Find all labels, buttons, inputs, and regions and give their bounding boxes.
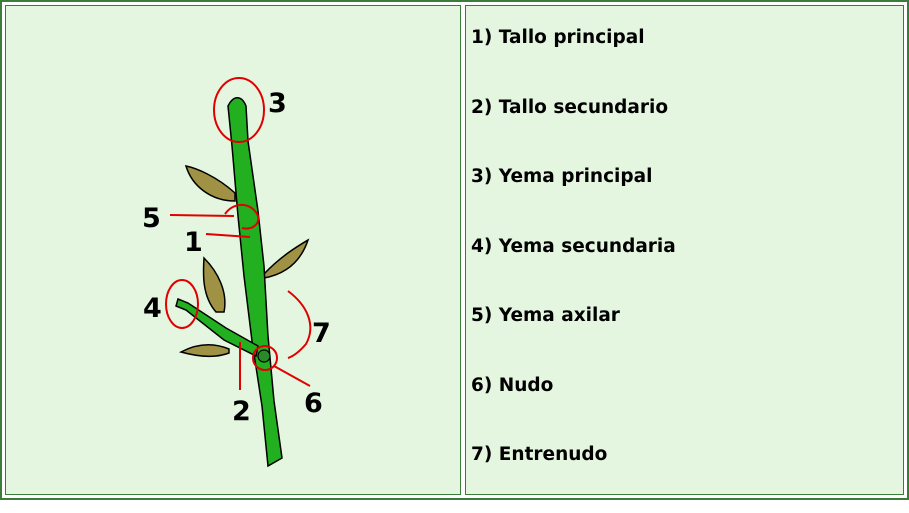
marker-5-arc <box>224 203 260 230</box>
leader-6 <box>273 365 311 387</box>
label-7: 7 <box>312 318 331 349</box>
legend-list: 1) Tallo principal 2) Tallo secundario 3… <box>471 26 676 513</box>
legend-item-yema-secundaria: 4) Yema secundaria <box>471 235 676 257</box>
diagram-cell: 3 5 1 4 7 2 6 <box>5 5 461 495</box>
leader-1 <box>205 233 251 238</box>
marker-7-bracket <box>287 290 312 359</box>
legend-item-tallo-principal: 1) Tallo principal <box>471 27 645 48</box>
marker-6-circle <box>252 345 278 371</box>
marker-4-circle <box>165 279 199 329</box>
legend-item-entrenudo: 7) Entrenudo <box>471 444 608 465</box>
plant-stem-diagram: 3 5 1 4 7 2 6 <box>142 77 331 468</box>
legend-item-yema-axilar: 5) Yema axilar <box>471 305 620 326</box>
label-6: 6 <box>304 388 323 419</box>
legend-item-nudo: 6) Nudo <box>471 374 554 396</box>
leader-5 <box>169 214 235 217</box>
leaf-right <box>263 238 310 279</box>
label-2: 2 <box>232 396 251 427</box>
label-1: 1 <box>184 227 203 258</box>
legend-item-tallo-secundario: 2) Tallo secundario <box>471 96 669 118</box>
legend-item-yema-principal: 3) Yema principal <box>471 166 653 187</box>
main-stem <box>227 97 283 468</box>
label-3: 3 <box>268 88 287 119</box>
legend-cell: 1) Tallo principal 2) Tallo secundario 3… <box>465 5 904 495</box>
leaf-upper-left <box>184 165 236 202</box>
table-frame: 3 5 1 4 7 2 6 1) Tallo principal 2) Tall… <box>0 0 909 500</box>
leaf-lower-left <box>178 344 230 357</box>
label-4: 4 <box>143 293 162 324</box>
label-5: 5 <box>142 203 161 234</box>
node-bulge <box>257 349 271 363</box>
marker-3-circle <box>213 77 265 143</box>
leaf-middle-left <box>202 256 226 313</box>
